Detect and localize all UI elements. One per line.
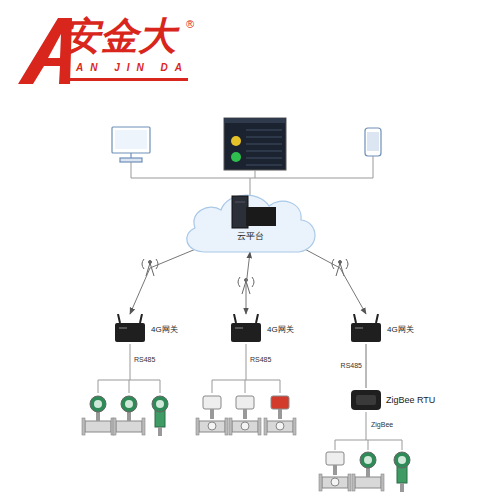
connector — [366, 344, 367, 388]
connector — [299, 246, 366, 314]
phone-icon — [365, 128, 381, 156]
node-label: 云平台 — [175, 230, 325, 243]
logo-pinyin: AN JIN DA — [76, 62, 189, 73]
pressure-transmitter-icon — [394, 452, 410, 492]
registered-mark: ® — [186, 18, 194, 30]
bus-label: RS485 — [134, 356, 155, 364]
gateway-device: 4G网关 — [112, 314, 178, 344]
electric-valve-icon — [319, 452, 351, 491]
pc-icon — [112, 127, 150, 162]
flowmeter-icon — [82, 396, 114, 435]
electric-valve-icon — [229, 396, 261, 435]
node-label: 4G网关 — [387, 324, 414, 335]
connector — [130, 246, 203, 314]
node-label: ZigBee RTU — [386, 395, 435, 405]
gateway-device: 4G网关 — [228, 314, 294, 344]
actuator-valve-icon — [264, 396, 296, 435]
cloud-shape — [175, 186, 325, 262]
bus-label: RS485 — [341, 362, 362, 370]
gateway-icon — [228, 314, 264, 344]
cloud-platform: 云平台 — [175, 186, 325, 262]
flowmeter-icon — [113, 396, 145, 435]
dashboard-screen — [224, 118, 286, 170]
pressure-transmitter-icon — [152, 396, 168, 436]
node-label: 4G网关 — [151, 324, 178, 335]
bus-label: ZigBee — [371, 421, 393, 429]
electric-valve-icon — [196, 396, 228, 435]
field-buses — [98, 344, 402, 450]
gateway-icon — [112, 314, 148, 344]
logo-bar — [70, 78, 188, 81]
bus-label: RS485 — [250, 356, 271, 364]
rtu-device: ZigBee RTU — [349, 388, 435, 412]
logo-text: 安金大 — [62, 16, 176, 58]
gateway-device: 4G网关 — [348, 314, 414, 344]
connector — [246, 252, 250, 314]
flowmeter-icon — [352, 452, 384, 491]
rtu-icon — [349, 388, 383, 412]
node-label: 4G网关 — [267, 324, 294, 335]
gateway-icon — [348, 314, 384, 344]
terminal-wires — [131, 156, 373, 200]
